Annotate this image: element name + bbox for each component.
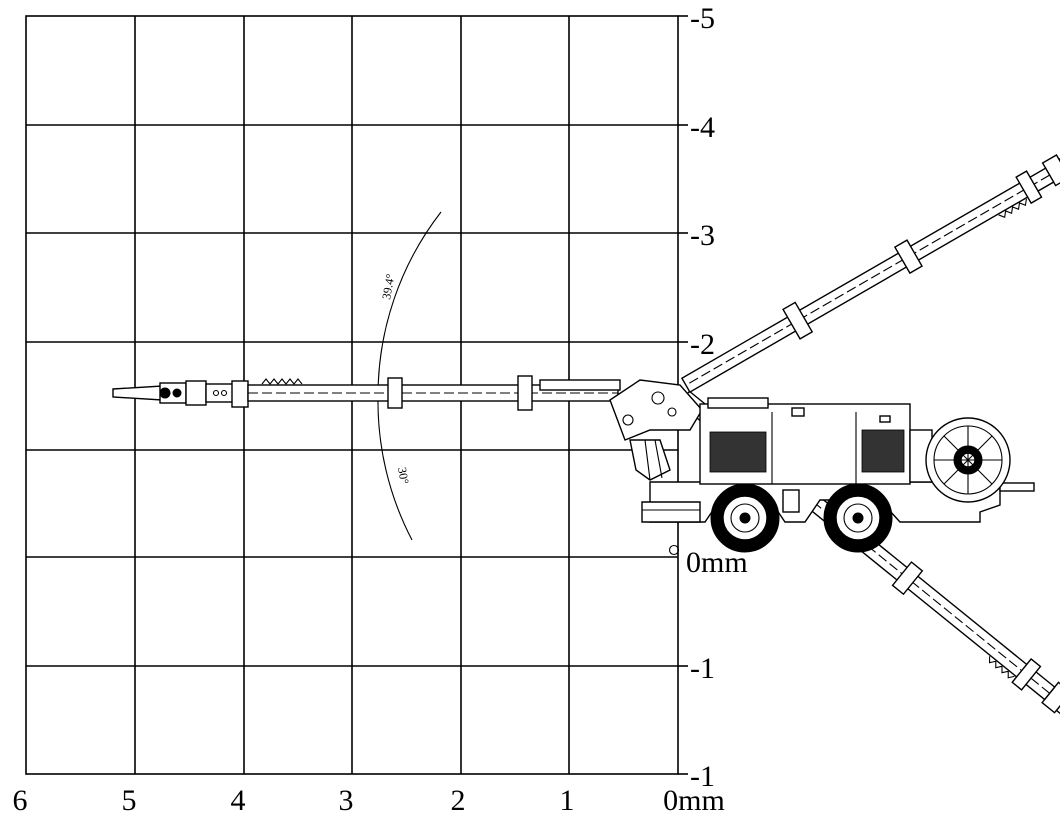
x-axis-labels: 6 5 4 3 2 1 0mm [13, 784, 725, 817]
vehicle [641, 397, 1035, 553]
angle-arcs: 39.4° 30° [377, 211, 442, 541]
y-tick-label: -1 [690, 760, 715, 793]
x-tick-label: 4 [231, 784, 246, 817]
upper-angle-label: 39.4° [379, 272, 397, 300]
x-tick-label: 6 [13, 784, 28, 817]
y-tick-label: -2 [690, 328, 715, 361]
x-tick-label: 5 [122, 784, 137, 817]
front-wheel [710, 483, 780, 553]
y-tick-label: -4 [690, 111, 715, 144]
lower-angle-arc [377, 395, 413, 541]
boom-pivot-bracket [609, 379, 703, 481]
x-tick-label: 2 [451, 784, 466, 817]
y-axis-labels: -5 -4 -3 -2 0mm -1 -1 [686, 2, 748, 793]
lower-angle-label: 30° [395, 466, 412, 485]
x-tick-label: 1 [560, 784, 575, 817]
boom-lower [680, 141, 1060, 394]
origin-marker [668, 544, 680, 556]
grid [25, 15, 688, 775]
y-tick-label: -3 [690, 219, 715, 252]
boom-horizontal [112, 375, 621, 411]
y-tick-label: -5 [690, 2, 715, 35]
y-tick-label: -1 [690, 652, 715, 685]
vent-grille-left [709, 431, 767, 473]
upper-angle-arc [377, 211, 442, 397]
rear-wheel [823, 483, 893, 553]
vent-grille-right [861, 429, 905, 473]
x-tick-label: 0mm [663, 784, 725, 817]
x-tick-label: 3 [339, 784, 354, 817]
